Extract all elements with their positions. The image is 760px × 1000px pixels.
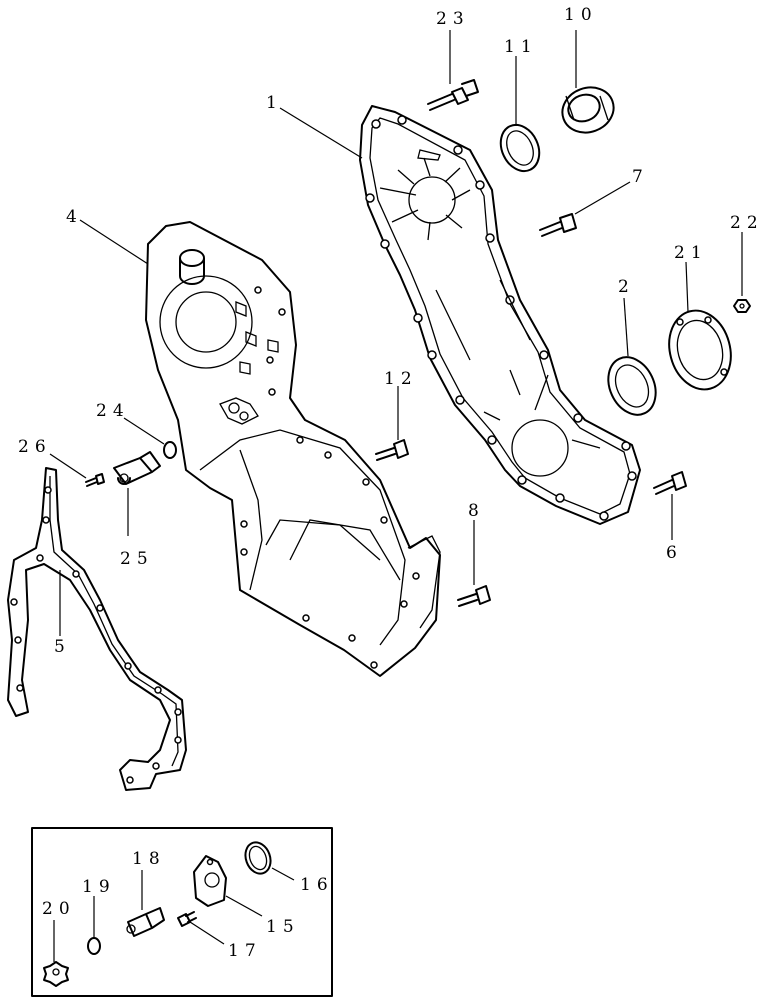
callout-16: 16: [300, 875, 334, 895]
ring-19: [87, 937, 101, 955]
bolt-12: [375, 439, 409, 461]
callout-19: 19: [82, 877, 116, 897]
callout-23: 23: [436, 9, 470, 29]
callout-4: 4: [66, 207, 83, 227]
callout-21: 21: [674, 243, 708, 263]
callout-25: 25: [120, 549, 154, 569]
callout-5: 5: [54, 637, 71, 657]
callout-1: 1: [266, 93, 283, 113]
plate-15: [193, 855, 227, 907]
bolt-23: [427, 79, 479, 111]
gasket-lower: [7, 467, 187, 791]
callout-7: 7: [632, 167, 649, 187]
washer-20: [43, 961, 69, 987]
screw-26: [85, 473, 105, 487]
callout-12: 12: [384, 369, 418, 389]
leader-lines: [49, 30, 743, 962]
sensor-25: [113, 451, 161, 485]
seal-10: [561, 86, 615, 134]
bolt-7: [539, 213, 577, 237]
sensor-18: [126, 907, 165, 937]
callout-8: 8: [468, 501, 485, 521]
bolt-8: [457, 585, 491, 607]
o-ring-24: [163, 441, 177, 459]
callout-labels: 1 2 4 5 6 7 8 10 11 12 15 16 17 18 19 20…: [18, 5, 760, 961]
callout-26: 26: [18, 437, 52, 457]
callout-22: 22: [730, 213, 760, 233]
callout-17: 17: [228, 941, 262, 961]
callout-20: 20: [42, 899, 76, 919]
cover-plate-21: [668, 309, 732, 391]
bolt-6: [653, 471, 687, 495]
ring-16: [244, 841, 272, 875]
callout-11: 11: [504, 37, 538, 57]
inset-box: [31, 827, 333, 997]
timing-cover-gasket: [359, 105, 641, 525]
callout-24: 24: [96, 401, 130, 421]
callout-10: 10: [564, 5, 598, 25]
callout-15: 15: [266, 917, 300, 937]
ring-11: [499, 123, 541, 173]
ring-2: [607, 356, 657, 416]
nut-22: [733, 299, 751, 313]
callout-2: 2: [618, 277, 635, 297]
timing-cover: [145, 221, 441, 677]
callout-6: 6: [666, 543, 683, 563]
callout-18: 18: [132, 849, 166, 869]
